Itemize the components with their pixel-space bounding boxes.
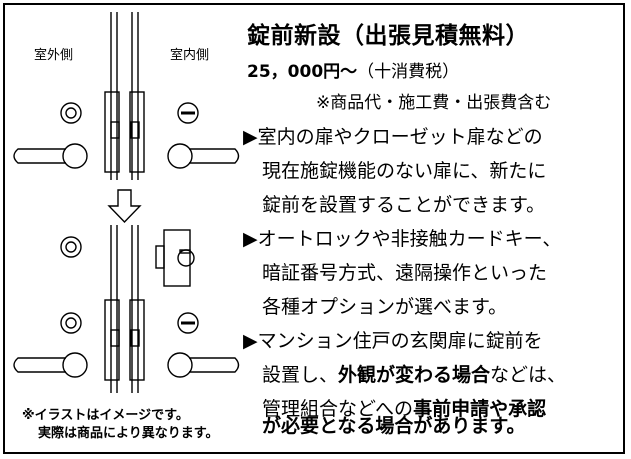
bullet-2-line-1: ▶オートロックや非接触カードキー、 — [243, 228, 562, 250]
door-before — [13, 12, 240, 180]
info-frame — [3, 3, 625, 454]
bullet-3-line-1: ▶マンション住戸の玄関扉に錠前を — [243, 330, 543, 352]
caption-line-2: 実際は商品により異なります。 — [38, 426, 219, 441]
bullet-3-emphasis: 外観が変わる場合 — [338, 364, 491, 386]
bullet-2-line-3: 各種オプションが選べます。 — [262, 296, 508, 318]
bullet-3-emphasis: 事前申請や承認 — [413, 398, 547, 420]
price-tax: （十消費税） — [357, 62, 460, 82]
down-arrow — [107, 189, 142, 224]
bullet-1-line-2: 現在施錠機能のない扉に、新たに — [262, 160, 547, 182]
bullet-3-text: などは、 — [490, 364, 567, 386]
bullet-3-line-2: 設置し、外観が変わる場合などは、 — [262, 360, 566, 387]
outside-label: 室外側 — [34, 48, 74, 63]
door-after — [13, 225, 240, 393]
page-title: 錠前新設（出張見積無料） — [247, 23, 529, 49]
caption-line-1: ※イラストはイメージです。 — [22, 408, 189, 423]
bullet-3-line-3: 管理組合などへの事前申請や承認 — [262, 394, 546, 421]
bullet-1-line-3: 錠前を設置することができます。 — [262, 194, 546, 216]
inside-label: 室内側 — [170, 48, 210, 63]
price-note: ※商品代・施工費・出張費含む — [316, 93, 552, 113]
bullet-2-line-2: 暗証番号方式、遠隔操作といった — [262, 262, 548, 284]
bullet-3-text: 設置し、 — [262, 364, 339, 386]
bullet-3-line-4: が必要となる場合があります。 — [262, 415, 526, 437]
bullet-3-text: 管理組合などへの — [262, 398, 414, 420]
bullet-1-line-1: ▶室内の扉やクローゼット扉などの — [243, 126, 543, 148]
price-amount: 25，000円～ — [247, 62, 358, 82]
price-line: 25，000円～（十消費税） — [247, 57, 459, 82]
